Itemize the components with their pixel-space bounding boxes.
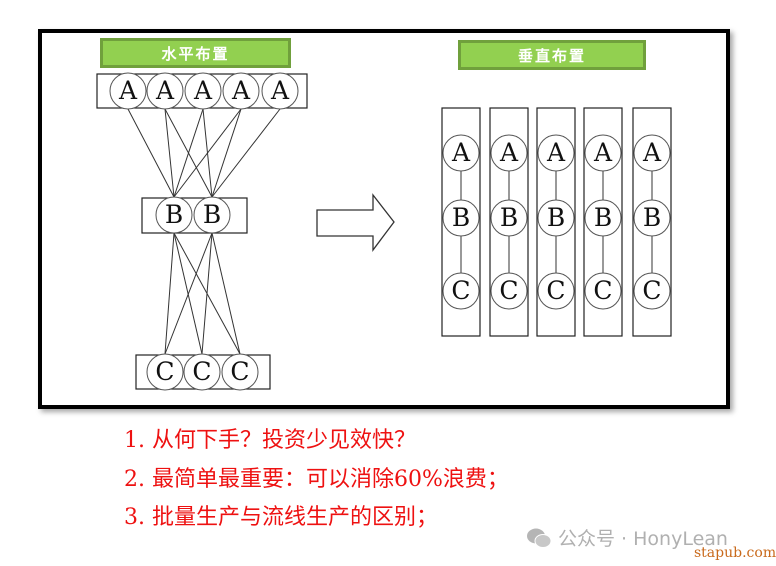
horizontal-node-c-circle [221,353,259,391]
horizontal-node-c-label: C [230,357,249,386]
vertical-node-a-circle [442,134,480,172]
vertical-node-a-label: A [546,138,566,167]
edge-b-to-c [164,232,175,355]
vertical-node-c-circle [537,272,575,310]
edge-a-to-b [211,108,281,198]
site-label: stapub.com [694,545,776,561]
edge-a-to-b [164,108,175,198]
horizontal-node-a-label: A [193,76,213,105]
edge-b-to-c [164,232,213,355]
vertical-node-c-label: C [451,276,470,305]
vertical-node-c-circle [490,272,528,310]
vertical-node-c-circle [633,272,671,310]
vertical-node-c-label: C [642,276,661,305]
watermark: 公众号 · HonyLean [526,524,728,551]
right-arrow-icon [316,193,395,252]
vertical-node-a-circle [633,134,671,172]
vertical-column-box [632,107,672,337]
vertical-node-a-label: A [593,138,613,167]
horizontal-node-a-label: A [231,76,251,105]
edge-a-to-b [173,108,242,198]
vertical-column-box [583,107,623,337]
horizontal-node-a-label: A [155,76,175,105]
horizontal-node-a-circle [261,72,299,110]
vertical-node-b-circle [633,199,671,237]
vertical-node-b-circle [442,199,480,237]
caption-line-3: 3. 批量生产与流线生产的区别； [124,505,438,530]
horizontal-layout-title: 水平布置 [100,38,291,68]
vertical-column-box [536,107,576,337]
wechat-icon [527,528,552,548]
vertical-column-box [441,107,481,337]
vertical-node-a-label: A [451,138,471,167]
vertical-node-b-label: B [547,203,565,232]
edge-a-to-b [211,108,242,198]
vertical-node-a-label: A [642,138,662,167]
vertical-node-b-circle [584,199,622,237]
horizontal-node-b-label: B [165,200,183,229]
edge-a-to-b [127,108,175,198]
horizontal-node-b-circle [193,196,231,234]
vertical-node-a-circle [584,134,622,172]
vertical-node-a-label: A [499,138,519,167]
horizontal-node-c-circle [146,353,184,391]
vertical-node-b-label: B [594,203,612,232]
vertical-node-b-circle [490,199,528,237]
horizontal-node-b-circle [155,196,193,234]
vertical-node-c-circle [584,272,622,310]
vertical-column-box [489,107,529,337]
vertical-node-b-circle [537,199,575,237]
edge-a-to-b [173,108,204,198]
vertical-node-c-circle [442,272,480,310]
horizontal-node-a-label: A [118,76,138,105]
vertical-node-a-circle [490,134,528,172]
horizontal-node-b-label: B [203,200,221,229]
horizontal-node-a-label: A [270,76,290,105]
horizontal-node-c-circle [183,353,221,391]
vertical-node-c-label: C [499,276,518,305]
vertical-node-c-label: C [546,276,565,305]
vertical-node-c-label: C [593,276,612,305]
edge-b-to-c [201,232,213,355]
horizontal-node-c-label: C [155,357,174,386]
vertical-node-a-circle [537,134,575,172]
row-b-box [141,197,248,234]
horizontal-node-c-label: C [192,357,211,386]
vertical-node-b-label: B [643,203,661,232]
caption-line-1: 1. 从何下手？投资少见效快？ [124,428,416,453]
horizontal-node-a-circle [146,72,184,110]
watermark-text: 公众号 · HonyLean [558,528,728,550]
vertical-node-b-label: B [452,203,470,232]
caption-line-2: 2. 最简单最重要：可以消除60%浪费； [124,467,509,492]
horizontal-node-a-circle [222,72,260,110]
vertical-node-b-label: B [500,203,518,232]
edge-b-to-c [211,232,241,355]
horizontal-node-a-circle [109,72,147,110]
horizontal-node-a-circle [184,72,222,110]
vertical-layout-title: 垂直布置 [458,40,646,70]
